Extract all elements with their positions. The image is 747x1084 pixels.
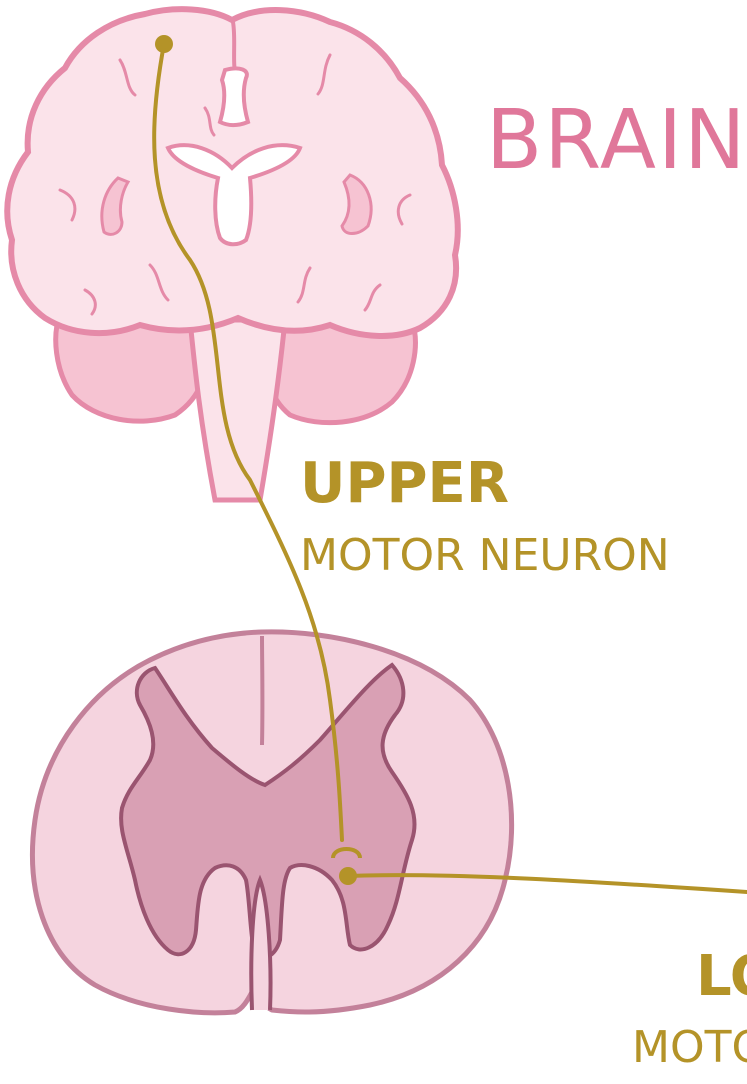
upper-motor-neuron-title: UPPER xyxy=(300,451,509,516)
lower-motor-neuron-title: LO xyxy=(696,944,747,1009)
upper-motor-neuron-subtitle: MOTOR NEURON xyxy=(300,530,670,581)
spinal-cord-cross-section xyxy=(33,632,512,1013)
lower-motor-neuron-subtitle: MOTO xyxy=(632,1022,747,1073)
brainstem xyxy=(190,320,285,500)
brain-ventricle-top xyxy=(220,68,248,125)
brain-illustration xyxy=(7,9,458,500)
brain-label: BRAIN xyxy=(486,93,747,188)
